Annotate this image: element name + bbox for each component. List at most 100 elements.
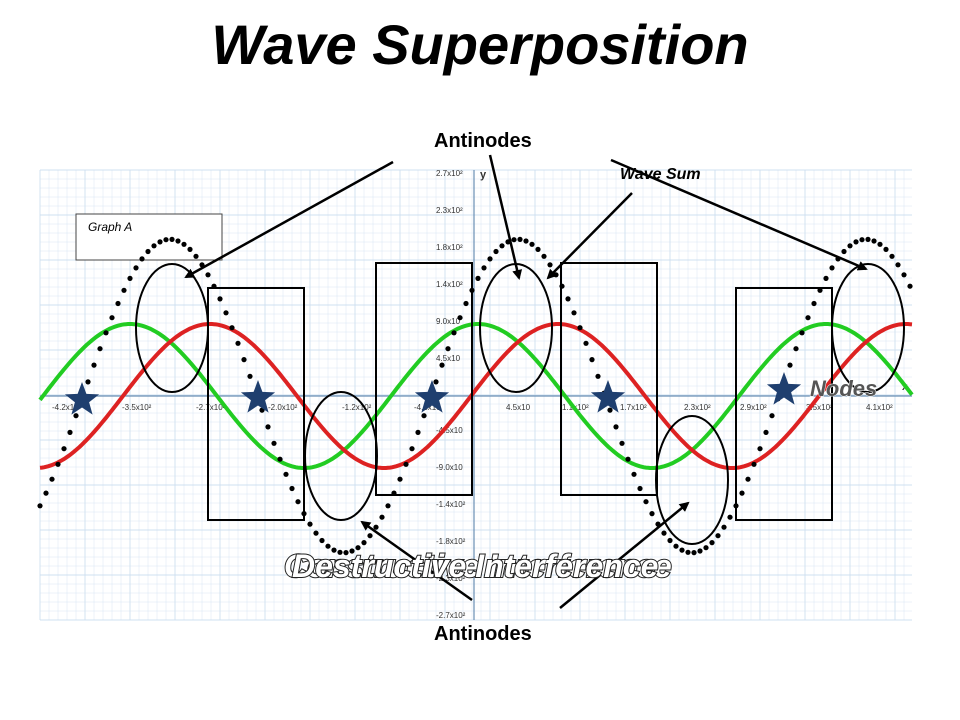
wave-sum-point: [457, 315, 463, 321]
wave-sum-point: [823, 275, 829, 281]
wave-sum-point: [847, 243, 853, 249]
wave-sum-point: [703, 545, 709, 551]
wave-sum-point: [397, 476, 403, 482]
wave-sum-point: [499, 243, 505, 249]
y-tick-label: 4.5x10: [436, 354, 461, 363]
wave-sum-point: [841, 248, 847, 255]
wave-sum-point: [529, 241, 535, 247]
wave-sum-label: Wave Sum: [620, 166, 701, 183]
wave-sum-point: [307, 521, 313, 527]
y-tick-label: 1.4x10²: [436, 280, 463, 289]
x-tick-label: 4.1x10²: [866, 403, 893, 412]
wave-sum-point: [145, 248, 151, 255]
wave-sum-point: [793, 346, 799, 352]
star-icon: [590, 380, 626, 413]
wave-sum-point: [55, 461, 61, 467]
wave-sum-point: [115, 300, 121, 307]
wave-sum-point: [877, 241, 883, 247]
wave-sum-point: [103, 330, 109, 336]
antinode-ellipse-4: [655, 415, 729, 545]
x-tick-label: -3.5x10²: [122, 403, 152, 412]
wave-sum-point: [625, 456, 631, 462]
wave-sum-point: [895, 262, 901, 268]
wave-sum-point: [319, 537, 325, 544]
wave-sum-point: [67, 429, 73, 435]
wave-sum-point: [409, 446, 415, 452]
wave-sum-point: [811, 300, 817, 307]
wave-sum-point: [247, 373, 253, 379]
wave-sum-point: [661, 530, 667, 536]
wave-sum-point: [223, 310, 229, 316]
wave-sum-point: [667, 537, 673, 544]
antinode-ellipse-2: [304, 391, 378, 521]
wave-sum-point: [217, 296, 223, 302]
destructive-interference-label: Destructive Interference: [292, 548, 658, 584]
wave-sum-point: [181, 241, 187, 247]
wave-sum-point: [649, 510, 655, 517]
x-tick-label: 1.7x10²: [620, 403, 647, 412]
y-tick-label: 2.7x10²: [436, 169, 463, 178]
wave-sum-point: [523, 238, 529, 244]
wave-sum-point: [379, 514, 385, 520]
wave-sum-point: [313, 530, 319, 536]
wave-sum-point: [589, 357, 595, 363]
y-tick-label: -1.8x10²: [436, 537, 466, 546]
arrow-antinodes-to-ellipse-3: [488, 154, 523, 280]
wave-sum-point: [361, 540, 367, 546]
x-tick-label: 3.5x10²: [806, 403, 833, 412]
arrow-antinodes-to-ellipse-5: [610, 158, 868, 271]
wave-sum-point: [535, 246, 541, 252]
wave-sum-point: [121, 287, 127, 293]
wave-sum-point: [685, 549, 691, 555]
wave-sum-point: [445, 346, 451, 352]
wave-sum-point: [415, 429, 421, 435]
wave-sum-dotted-curve: [37, 236, 913, 556]
wave-sum-point: [679, 547, 685, 553]
wave-sum-point: [385, 503, 391, 509]
wave-sum-point: [517, 236, 523, 242]
wave-sum-point: [751, 461, 757, 467]
wave-sum-point: [883, 246, 889, 252]
wave-sum-point: [565, 296, 571, 302]
antinode-ellipse-5: [831, 263, 905, 393]
antinode-ellipse-1: [135, 263, 209, 393]
wave-sum-point: [109, 315, 115, 321]
wave-sum-point: [295, 499, 301, 505]
wave-sum-point: [577, 325, 583, 331]
wave-sum-point: [403, 461, 409, 467]
wave-sum-point: [613, 424, 619, 430]
x-tick-label: -2.7x10²: [196, 403, 226, 412]
y-axis-label: y: [480, 169, 487, 181]
wave-sum-point: [907, 283, 913, 289]
wave-sum-point: [229, 325, 235, 331]
wave-sum-point: [487, 256, 493, 262]
wave-sum-point: [739, 490, 745, 496]
wave-sum-point: [193, 253, 199, 259]
green-wave: [38, 322, 914, 470]
wave-sum-point: [241, 357, 247, 363]
wave-sum-point: [367, 533, 373, 539]
wave-sum-point: [475, 275, 481, 281]
wave-sum-point: [283, 471, 289, 477]
wave-sum-point: [673, 543, 679, 549]
y-tick-labels: 2.7x10²2.3x10²1.8x10²1.4x10²9.0x104.5x10…: [436, 169, 466, 620]
wave-sum-point: [865, 236, 871, 242]
wave-sum-point: [727, 514, 733, 520]
destructive-box-1: [207, 287, 305, 521]
wave-sum-point: [871, 238, 877, 244]
wave-sum-point: [169, 236, 175, 242]
x-tick-label: 2.9x10²: [740, 403, 767, 412]
wave-sum-point: [787, 362, 793, 368]
destructive-box-4: [735, 287, 833, 521]
wave-sum-point: [421, 413, 427, 419]
wave-sum-point: [85, 379, 91, 385]
wave-sum-point: [175, 238, 181, 244]
wave-sum-point: [277, 456, 283, 462]
wave-sum-point: [157, 239, 163, 245]
red-wave: [39, 322, 913, 470]
wave-sum-point: [463, 300, 469, 307]
y-tick-label: -1.4x10²: [436, 500, 466, 509]
wave-sum-point: [631, 471, 637, 477]
wave-sum-point: [889, 253, 895, 259]
